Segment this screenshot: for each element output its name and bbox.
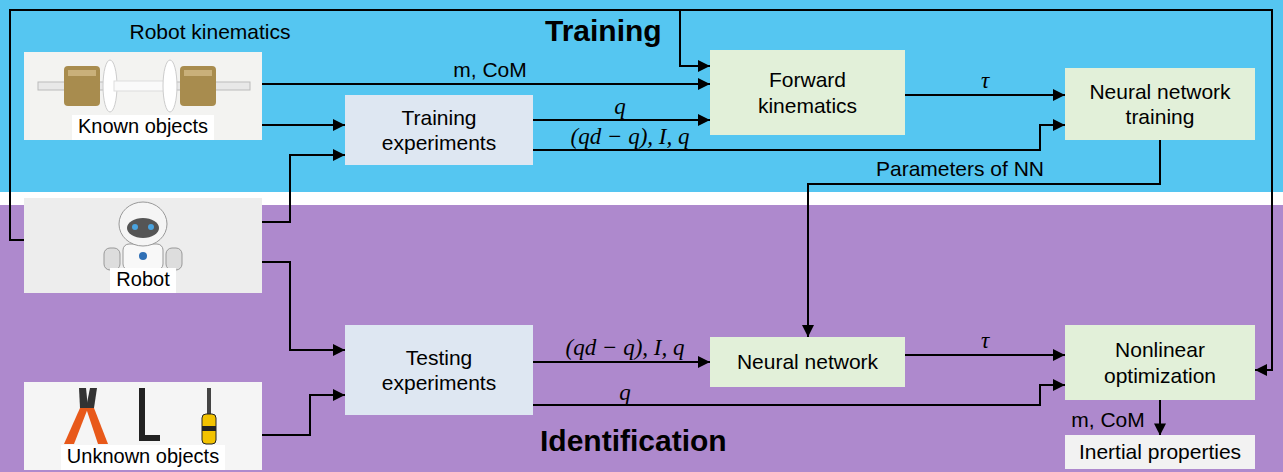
edge-label: τ <box>981 68 989 93</box>
photo-panel: Known objects <box>24 52 262 140</box>
connector-arrow <box>10 10 1272 370</box>
connector-arrow <box>262 83 710 85</box>
process-box: Neural network training <box>1065 68 1255 140</box>
photo-caption: Robot <box>110 268 175 293</box>
connector-arrow <box>533 361 710 363</box>
process-box: Training experiments <box>345 95 533 165</box>
edge-label: (qd − q), I, q <box>571 124 690 149</box>
connector-arrow <box>533 385 1065 405</box>
connector-arrow <box>262 395 345 435</box>
connector-arrow <box>262 124 345 126</box>
box-label: Inertial properties <box>1079 439 1241 464</box>
band-title: Identification <box>540 424 727 459</box>
result-box: Inertial properties <box>1065 435 1255 468</box>
box-label: Neural network <box>737 349 878 374</box>
edge-label: Robot kinematics <box>129 20 290 43</box>
edge-label: τ <box>981 328 989 353</box>
connector-arrow <box>808 140 1160 337</box>
process-box: Nonlinear optimization <box>1065 325 1255 400</box>
process-box: Forward kinematics <box>710 50 905 135</box>
edge-label: m, CoM <box>453 58 527 81</box>
band-title: Training <box>545 14 662 49</box>
edge-label: q <box>614 94 626 119</box>
photo-panel: Unknown objects <box>24 382 262 470</box>
process-box: Neural network <box>710 337 905 387</box>
photo-caption: Known objects <box>72 115 214 140</box>
box-label: Testing experiments <box>357 345 521 395</box>
box-label: Nonlinear optimization <box>1077 337 1243 387</box>
photo-caption: Unknown objects <box>61 445 225 470</box>
connector-arrow <box>533 125 1065 150</box>
connector-arrow <box>905 94 1065 96</box>
edge-label: Parameters of NN <box>876 157 1044 180</box>
connector-arrow <box>262 262 345 350</box>
edge-label: (qd − q), I, q <box>566 335 685 360</box>
edge-label: q <box>619 380 631 405</box>
connector-arrow <box>905 354 1065 356</box>
box-label: Forward kinematics <box>724 67 891 117</box>
box-label: Neural network training <box>1077 79 1243 129</box>
process-box: Testing experiments <box>345 325 533 415</box>
connector-arrow <box>10 10 710 240</box>
photo-panel: Robot <box>24 198 262 293</box>
box-label: Training experiments <box>357 105 521 155</box>
connector-arrow <box>533 119 710 121</box>
connector-arrow <box>1159 400 1161 435</box>
edge-label: m, CoM <box>1071 408 1145 431</box>
connector-arrow <box>262 155 345 222</box>
